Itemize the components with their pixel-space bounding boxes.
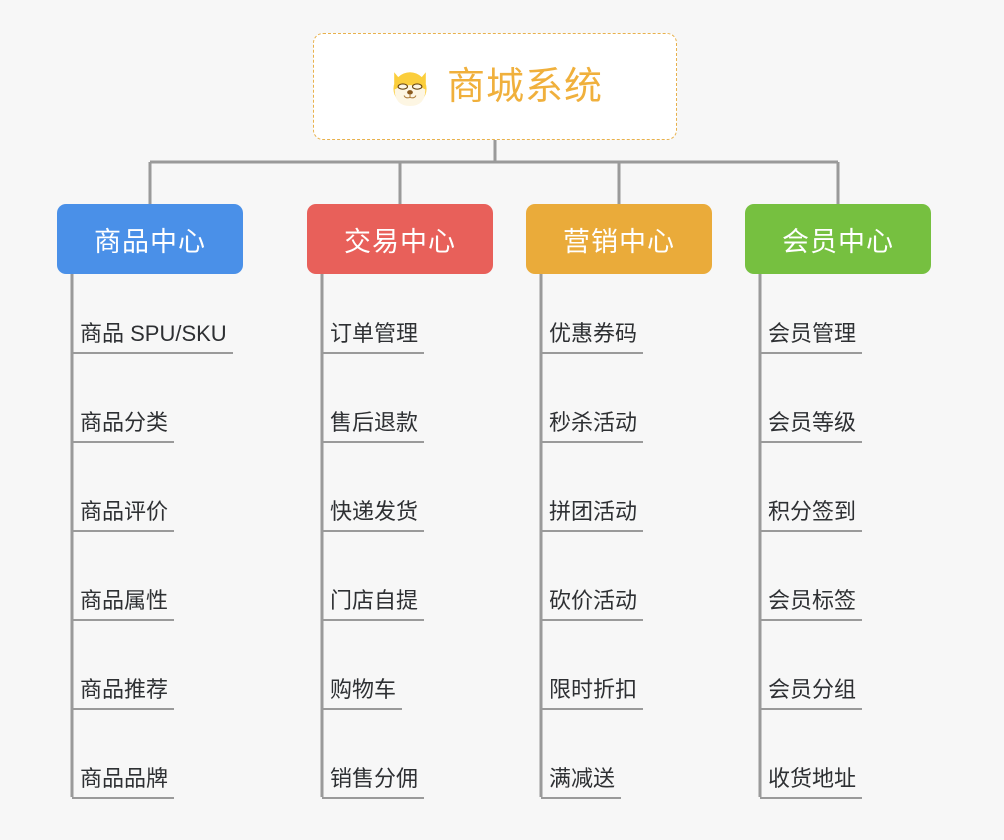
root-node[interactable]: 商城系统 bbox=[313, 33, 677, 140]
leaf-item[interactable]: 满减送 bbox=[541, 766, 622, 800]
leaf-item-label: 售后退款 bbox=[330, 410, 419, 435]
leaf-item-underline bbox=[322, 797, 425, 800]
leaf-item[interactable]: 会员等级 bbox=[760, 410, 863, 444]
leaf-item-label: 会员管理 bbox=[768, 321, 857, 346]
leaf-item[interactable]: 快递发货 bbox=[322, 499, 425, 533]
category-label: 商品中心 bbox=[94, 226, 206, 257]
leaf-item[interactable]: 限时折扣 bbox=[541, 677, 644, 711]
leaf-item[interactable]: 商品评价 bbox=[72, 499, 175, 533]
leaf-item-label: 购物车 bbox=[330, 677, 397, 702]
leaf-item-underline bbox=[760, 352, 863, 355]
category-box-4[interactable]: 会员中心 bbox=[745, 204, 931, 274]
leaf-item-underline bbox=[541, 352, 644, 355]
leaf-item[interactable]: 售后退款 bbox=[322, 410, 425, 444]
leaf-item[interactable]: 商品推荐 bbox=[72, 677, 175, 711]
leaf-item-underline bbox=[72, 530, 175, 533]
leaf-item-label: 销售分佣 bbox=[330, 766, 419, 791]
leaf-item-underline bbox=[760, 441, 863, 444]
leaf-item[interactable]: 商品 SPU/SKU bbox=[72, 321, 233, 355]
leaf-item-label: 秒杀活动 bbox=[549, 410, 638, 435]
leaf-item-label: 积分签到 bbox=[768, 499, 857, 524]
leaf-item-underline bbox=[541, 619, 644, 622]
leaf-item[interactable]: 砍价活动 bbox=[541, 588, 644, 622]
root-title: 商城系统 bbox=[446, 65, 603, 108]
category-label: 交易中心 bbox=[344, 226, 456, 257]
leaf-item-label: 限时折扣 bbox=[549, 677, 638, 702]
leaf-item-label: 满减送 bbox=[549, 766, 616, 791]
leaf-item-underline bbox=[72, 441, 175, 444]
category-box-1[interactable]: 商品中心 bbox=[57, 204, 243, 274]
leaf-item-underline bbox=[72, 797, 175, 800]
leaf-item-underline bbox=[760, 708, 863, 711]
leaf-item-underline bbox=[760, 619, 863, 622]
leaf-item-label: 订单管理 bbox=[330, 321, 419, 346]
leaf-item[interactable]: 商品属性 bbox=[72, 588, 175, 622]
leaf-item-label: 会员分组 bbox=[768, 677, 857, 702]
leaf-item-underline bbox=[760, 797, 863, 800]
leaf-item-label: 商品属性 bbox=[80, 588, 169, 613]
leaf-item[interactable]: 优惠券码 bbox=[541, 321, 644, 355]
leaf-item-label: 门店自提 bbox=[330, 588, 419, 613]
category-label: 营销中心 bbox=[563, 226, 675, 257]
leaf-item[interactable]: 门店自提 bbox=[322, 588, 425, 622]
leaf-item-label: 拼团活动 bbox=[549, 499, 638, 524]
category-label: 会员中心 bbox=[782, 226, 894, 257]
leaf-item[interactable]: 秒杀活动 bbox=[541, 410, 644, 444]
leaf-item-label: 会员等级 bbox=[768, 410, 857, 435]
leaf-item[interactable]: 商品分类 bbox=[72, 410, 175, 444]
leaf-item[interactable]: 会员管理 bbox=[760, 321, 863, 355]
leaf-item-underline bbox=[72, 619, 175, 622]
leaf-item[interactable]: 积分签到 bbox=[760, 499, 863, 533]
leaf-item-underline bbox=[541, 797, 622, 800]
leaf-item-label: 优惠券码 bbox=[549, 321, 638, 346]
leaf-item-label: 商品 SPU/SKU bbox=[80, 321, 227, 346]
leaf-item-underline bbox=[322, 708, 403, 711]
leaf-item-underline bbox=[541, 441, 644, 444]
leaf-item[interactable]: 购物车 bbox=[322, 677, 403, 711]
leaf-item-label: 商品分类 bbox=[80, 410, 169, 435]
leaf-item-label: 商品推荐 bbox=[80, 677, 169, 702]
leaf-item-underline bbox=[541, 708, 644, 711]
leaf-item-underline bbox=[72, 352, 233, 355]
leaf-item[interactable]: 收货地址 bbox=[760, 766, 863, 800]
leaf-item-underline bbox=[322, 619, 425, 622]
leaf-item-label: 砍价活动 bbox=[549, 588, 638, 613]
leaf-item-label: 商品品牌 bbox=[80, 766, 169, 791]
leaf-item-underline bbox=[322, 352, 425, 355]
leaf-item[interactable]: 会员标签 bbox=[760, 588, 863, 622]
leaf-item-label: 快递发货 bbox=[330, 499, 419, 524]
leaf-item-label: 商品评价 bbox=[80, 499, 169, 524]
leaf-item[interactable]: 订单管理 bbox=[322, 321, 425, 355]
leaf-item[interactable]: 商品品牌 bbox=[72, 766, 175, 800]
leaf-item-label: 收货地址 bbox=[768, 766, 857, 791]
dog-face-icon bbox=[387, 65, 433, 111]
category-box-3[interactable]: 营销中心 bbox=[526, 204, 712, 274]
leaf-item-underline bbox=[322, 530, 425, 533]
leaf-item-underline bbox=[322, 441, 425, 444]
leaf-item-underline bbox=[541, 530, 644, 533]
category-box-2[interactable]: 交易中心 bbox=[307, 204, 493, 274]
leaf-item-underline bbox=[760, 530, 863, 533]
leaf-item[interactable]: 销售分佣 bbox=[322, 766, 425, 800]
leaf-item-underline bbox=[72, 708, 175, 711]
leaf-item[interactable]: 会员分组 bbox=[760, 677, 863, 711]
leaf-item[interactable]: 拼团活动 bbox=[541, 499, 644, 533]
leaf-item-label: 会员标签 bbox=[768, 588, 857, 613]
